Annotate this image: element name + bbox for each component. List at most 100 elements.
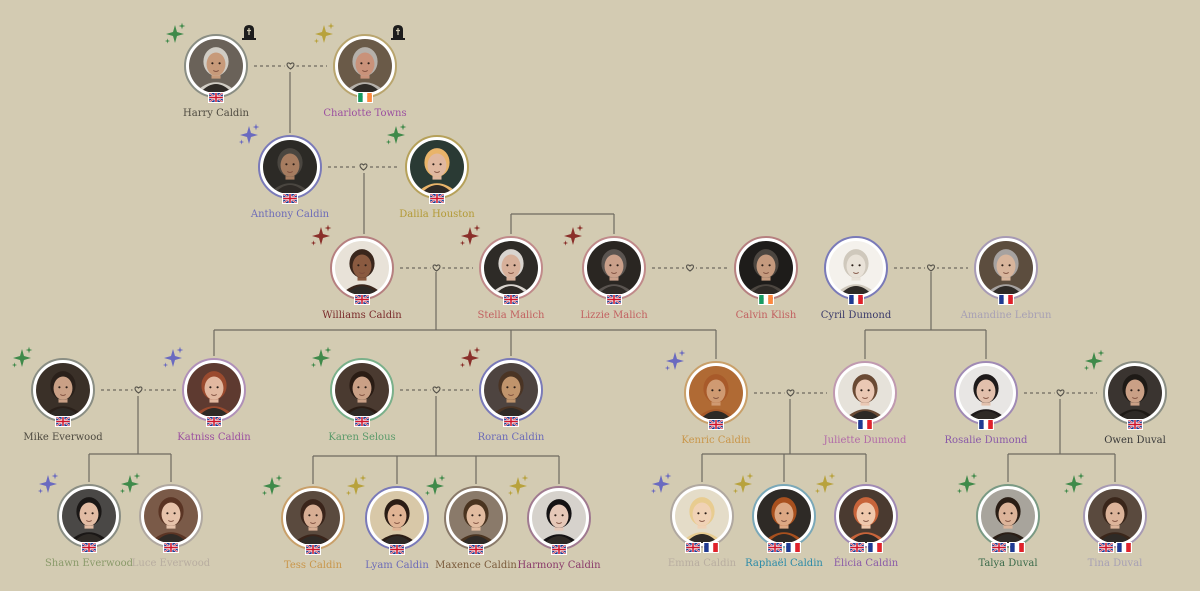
avatar[interactable]: [732, 472, 816, 553]
person-card-anthony[interactable]: Anthony Caldin: [215, 123, 365, 221]
avatar[interactable]: [1063, 472, 1147, 553]
person-card-williams[interactable]: Williams Caldin: [287, 224, 437, 322]
heart-icon: [286, 62, 295, 70]
person-card-roran[interactable]: Roran Caldin: [436, 346, 586, 444]
avatar[interactable]: [119, 472, 203, 553]
nationality-flags: [163, 542, 179, 553]
person-card-lyam[interactable]: Lyam Caldin: [322, 474, 472, 572]
person-card-calvin[interactable]: Calvin Klish: [691, 236, 841, 322]
uk-flag-icon: [468, 544, 484, 555]
france-flag-icon: [867, 542, 883, 553]
nationality-flags: [81, 542, 97, 553]
sparkle-icon: [507, 474, 529, 496]
avatar[interactable]: [37, 472, 121, 553]
avatar[interactable]: [814, 472, 898, 553]
sparkle-icon: [37, 472, 59, 494]
avatar[interactable]: [459, 224, 543, 305]
heart-icon: [359, 163, 368, 171]
portrait-image: [959, 366, 1013, 420]
person-card-cyril[interactable]: Cyril Dumond: [781, 236, 931, 322]
person-card-kenric[interactable]: Kenric Caldin: [641, 349, 791, 447]
avatar[interactable]: [562, 224, 646, 305]
sparkle-icon: [1063, 472, 1085, 494]
france-flag-icon: [785, 542, 801, 553]
person-name: Élicia Caldin: [833, 558, 899, 569]
avatar[interactable]: [310, 224, 394, 305]
person-card-harry[interactable]: Harry Caldin: [141, 22, 291, 120]
uk-flag-icon: [1127, 419, 1143, 430]
avatar[interactable]: [833, 361, 897, 430]
sparkle-icon: [119, 472, 141, 494]
portrait-image: [449, 491, 503, 545]
portrait-image: [839, 489, 893, 543]
person-card-emma[interactable]: Emma Caldin: [627, 472, 777, 570]
avatar[interactable]: [507, 474, 591, 555]
person-card-raphael[interactable]: Raphaël Caldin: [709, 472, 859, 570]
uk-flag-icon: [389, 544, 405, 555]
uk-flag-icon: [849, 542, 865, 553]
portrait-image: [484, 241, 538, 295]
avatar-image-frame: [689, 366, 743, 420]
heart-icon: [432, 264, 441, 272]
person-name: Juliette Dumond: [823, 435, 907, 446]
nationality-flags: [206, 416, 222, 427]
person-card-harmony[interactable]: Harmony Caldin: [484, 474, 634, 572]
avatar[interactable]: [974, 236, 1038, 305]
person-card-tina[interactable]: Tina Duval: [1040, 472, 1190, 570]
person-name: Mike Everwood: [23, 432, 103, 443]
nationality-flags: [468, 544, 484, 555]
avatar[interactable]: [1083, 349, 1167, 430]
person-name: Luce Everwood: [131, 558, 211, 569]
person-card-katniss[interactable]: Katniss Caldin: [139, 346, 289, 444]
person-card-mike[interactable]: Mike Everwood: [0, 346, 138, 444]
avatar-image-frame: [410, 140, 464, 194]
uk-flag-icon: [606, 294, 622, 305]
person-card-lizzie[interactable]: Lizzie Malich: [539, 224, 689, 322]
avatar[interactable]: [385, 123, 469, 204]
avatar[interactable]: [345, 474, 429, 555]
person-card-talya[interactable]: Talya Duval: [933, 472, 1083, 570]
person-card-rosalie[interactable]: Rosalie Dumond: [911, 361, 1061, 447]
ireland-flag-icon: [357, 92, 373, 103]
person-card-dalila[interactable]: Dalila Houston: [362, 123, 512, 221]
avatar[interactable]: [261, 474, 345, 555]
avatar[interactable]: [824, 236, 888, 305]
person-card-charlotte[interactable]: Charlotte Towns: [290, 22, 440, 120]
person-name: Stella Malich: [477, 310, 545, 321]
avatar[interactable]: [313, 22, 405, 103]
person-card-elicia[interactable]: Élicia Caldin: [791, 472, 941, 570]
avatar[interactable]: [664, 349, 748, 430]
ireland-flag-icon: [758, 294, 774, 305]
person-card-luce[interactable]: Luce Everwood: [96, 472, 246, 570]
sparkle-icon: [459, 224, 481, 246]
avatar[interactable]: [459, 346, 543, 427]
avatar[interactable]: [954, 361, 1018, 430]
avatar[interactable]: [238, 123, 322, 204]
sparkle-icon: [345, 474, 367, 496]
person-card-maxence[interactable]: Maxence Caldin: [401, 474, 551, 572]
sparkle-icon: [385, 123, 407, 145]
person-card-karen[interactable]: Karen Selous: [287, 346, 437, 444]
avatar[interactable]: [424, 474, 508, 555]
person-card-shawn[interactable]: Shawn Everwood: [14, 472, 164, 570]
person-card-tess[interactable]: Tess Caldin: [238, 474, 388, 572]
avatar[interactable]: [11, 346, 95, 427]
avatar[interactable]: [650, 472, 734, 553]
avatar-image-frame: [449, 491, 503, 545]
heart-icon: [432, 386, 441, 394]
tombstone-icon: [391, 25, 405, 40]
avatar[interactable]: [162, 346, 246, 427]
avatar[interactable]: [956, 472, 1040, 553]
avatar[interactable]: [734, 236, 798, 305]
person-card-amandine[interactable]: Amandine Lebrun: [931, 236, 1081, 322]
avatar-image-frame: [263, 140, 317, 194]
person-card-stella[interactable]: Stella Malich: [436, 224, 586, 322]
avatar[interactable]: [164, 22, 256, 103]
nationality-flags: [389, 544, 405, 555]
person-card-owen[interactable]: Owen Duval: [1060, 349, 1200, 447]
avatar[interactable]: [310, 346, 394, 427]
portrait-image: [286, 491, 340, 545]
person-name: Tina Duval: [1087, 558, 1143, 569]
person-card-juliette[interactable]: Juliette Dumond: [790, 361, 940, 447]
person-name: Owen Duval: [1104, 435, 1166, 446]
